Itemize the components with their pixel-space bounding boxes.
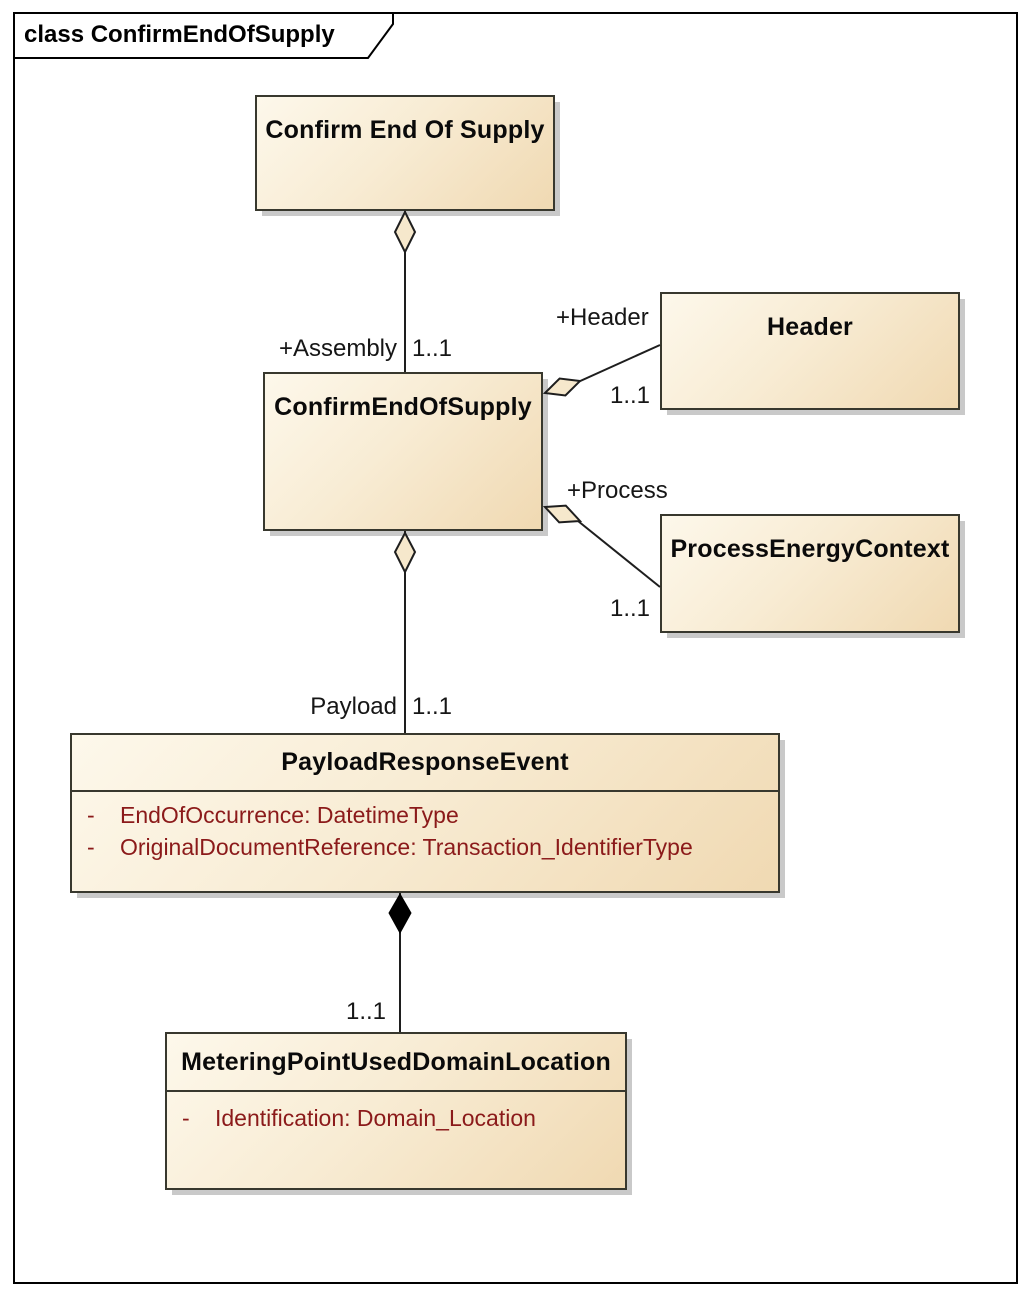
multiplicity-label-header: 1..1 <box>610 382 651 409</box>
attribute-row: - Identification: Domain_Location <box>167 1102 625 1134</box>
role-label-assembly: +Assembly <box>278 335 397 362</box>
frame-title: class ConfirmEndOfSupply <box>24 21 335 48</box>
class-box-header: Header <box>660 292 960 410</box>
attribute-text: OriginalDocumentReference: Transaction_I… <box>120 834 693 860</box>
attribute-text: Identification: Domain_Location <box>215 1105 536 1131</box>
class-box-processenergycontext: ProcessEnergyContext <box>660 514 960 633</box>
assembly-aggregation-diamond-icon <box>393 209 417 255</box>
class-box-payloadresponseevent: PayloadResponseEvent - EndOfOccurrence: … <box>70 733 780 893</box>
attributes-compartment: - Identification: Domain_Location <box>167 1092 625 1134</box>
role-label-header: +Header <box>556 304 649 331</box>
process-aggregation-diamond-icon <box>542 504 583 524</box>
process-association-line <box>577 520 661 588</box>
multiplicity-label-payload: 1..1 <box>412 693 453 720</box>
class-name: PayloadResponseEvent <box>281 748 569 776</box>
class-box-confirmendofsupply: ConfirmEndOfSupply <box>263 372 543 531</box>
payload-aggregation-diamond-icon <box>393 530 417 575</box>
class-box-confirm-end-of-supply: Confirm End Of Supply <box>255 95 555 211</box>
class-name: ProcessEnergyContext <box>670 535 950 563</box>
attribute-visibility: - <box>87 834 95 860</box>
multiplicity-label-process: 1..1 <box>610 595 651 622</box>
class-box-meteringpointuseddomainlocation: MeteringPointUsedDomainLocation - Identi… <box>165 1032 627 1190</box>
attribute-visibility: - <box>182 1105 190 1131</box>
header-association-line <box>577 344 661 383</box>
header-aggregation-diamond-icon <box>542 377 583 397</box>
attribute-text: EndOfOccurrence: DatetimeType <box>120 802 459 828</box>
class-name-compartment: MeteringPointUsedDomainLocation <box>167 1034 625 1092</box>
class-name-compartment: PayloadResponseEvent <box>72 735 778 792</box>
attribute-visibility: - <box>87 802 95 828</box>
class-name: Confirm End Of Supply <box>265 116 545 144</box>
class-name: Header <box>767 313 853 341</box>
multiplicity-label-metering: 1..1 <box>346 998 387 1025</box>
metering-composition-diamond-icon <box>388 893 412 935</box>
attributes-compartment: - EndOfOccurrence: DatetimeType - Origin… <box>72 792 778 863</box>
class-name: MeteringPointUsedDomainLocation <box>181 1047 611 1076</box>
class-name: ConfirmEndOfSupply <box>274 393 532 421</box>
attribute-row: - OriginalDocumentReference: Transaction… <box>72 831 778 863</box>
role-label-payload: Payload <box>310 693 397 720</box>
multiplicity-label-assembly: 1..1 <box>412 335 453 362</box>
role-label-process: +Process <box>567 477 668 504</box>
attribute-row: - EndOfOccurrence: DatetimeType <box>72 799 778 831</box>
